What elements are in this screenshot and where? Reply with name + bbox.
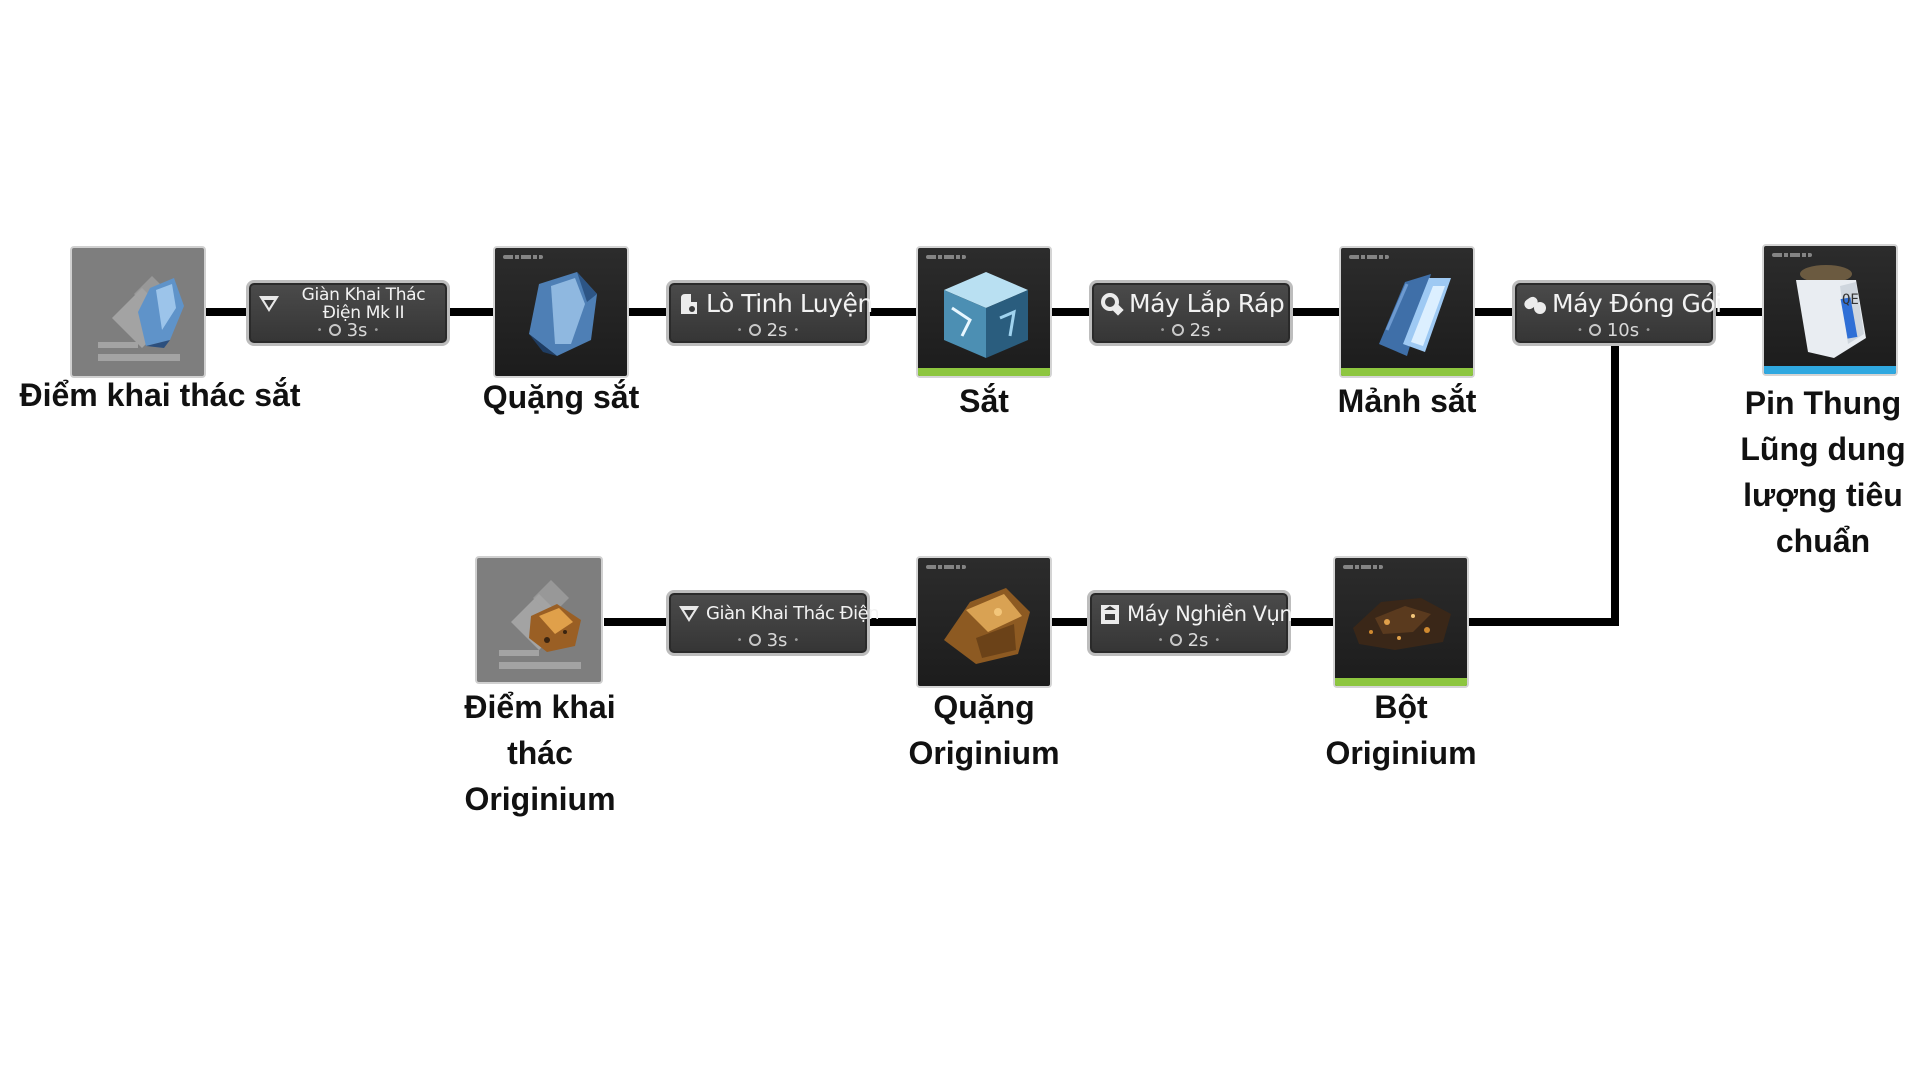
clock-icon bbox=[328, 324, 341, 336]
machine-name: Máy Nghiền Vụn bbox=[1127, 602, 1293, 626]
battery-node[interactable]: QE bbox=[1762, 244, 1898, 376]
furnace-icon bbox=[681, 294, 697, 314]
connector-line bbox=[1456, 346, 1619, 626]
machine-drill[interactable]: Giàn Khai Thác Điện • 3s• bbox=[666, 590, 880, 656]
svg-text:QE: QE bbox=[1842, 292, 1859, 308]
machine-time: • 3s• bbox=[736, 629, 800, 651]
drill-icon bbox=[259, 296, 279, 312]
node-label: Điểm khai thác Originium bbox=[464, 689, 616, 817]
drill-icon bbox=[679, 606, 699, 622]
originium-deposit-node[interactable] bbox=[475, 556, 603, 684]
machine-assembler[interactable]: Máy Lắp Ráp • 2s• bbox=[1089, 280, 1293, 346]
iron-node[interactable] bbox=[916, 246, 1052, 378]
rarity-bar bbox=[1335, 678, 1467, 686]
cycle-time: 3s bbox=[766, 629, 788, 651]
machine-packer[interactable]: Máy Đóng Gói • 10s• bbox=[1512, 280, 1722, 346]
assembler-icon bbox=[1101, 293, 1124, 316]
crusher-icon bbox=[1101, 605, 1119, 624]
originium-powder-node[interactable] bbox=[1333, 556, 1469, 688]
machine-smelter[interactable]: Lò Tinh Luyện • 2s• bbox=[666, 280, 873, 346]
originium-deposit-icon bbox=[499, 580, 581, 669]
iron-deposit-node[interactable] bbox=[70, 246, 206, 378]
packer-icon bbox=[1524, 296, 1546, 314]
machine-crusher[interactable]: Máy Nghiền Vụn • 2s• bbox=[1087, 590, 1293, 656]
rarity-bar bbox=[1764, 366, 1896, 374]
rarity-dots bbox=[926, 565, 966, 569]
iron-deposit-icon bbox=[98, 276, 184, 361]
machine-time: • 2s• bbox=[736, 319, 800, 341]
originium-ore-icon bbox=[944, 588, 1030, 664]
battery-icon: QE bbox=[1796, 265, 1866, 358]
rarity-dots bbox=[1772, 253, 1812, 257]
cycle-time: 2s bbox=[766, 319, 788, 341]
clock-icon bbox=[1169, 634, 1182, 646]
node-label: Pin Thung Lũng dung lượng tiêu chuẩn bbox=[1740, 385, 1906, 559]
clock-icon bbox=[748, 324, 761, 336]
iron-part-icon bbox=[1379, 274, 1451, 356]
cycle-time: 2s bbox=[1187, 629, 1209, 651]
iron-ore-icon bbox=[529, 272, 597, 356]
cycle-time: 3s bbox=[346, 319, 368, 341]
machine-time: • 2s• bbox=[1159, 319, 1223, 341]
machine-time: • 2s• bbox=[1157, 629, 1221, 651]
rarity-dots bbox=[1343, 565, 1383, 569]
rarity-dots bbox=[926, 255, 966, 259]
node-label: Quặng sắt bbox=[482, 379, 640, 415]
node-label: Mảnh sắt bbox=[1337, 383, 1477, 419]
rarity-dots bbox=[503, 255, 543, 259]
iron-ore-node[interactable] bbox=[493, 246, 629, 378]
machine-name: Giàn Khai Thác Điện bbox=[706, 603, 880, 624]
originium-ore-node[interactable] bbox=[916, 556, 1052, 688]
clock-icon bbox=[748, 634, 761, 646]
cycle-time: 2s bbox=[1189, 319, 1211, 341]
rarity-bar bbox=[918, 368, 1050, 376]
machine-time: • 3s• bbox=[316, 319, 380, 341]
clock-icon bbox=[1171, 324, 1184, 336]
iron-cube-icon bbox=[944, 272, 1028, 358]
machine-name: Lò Tinh Luyện bbox=[706, 289, 873, 318]
rarity-dots bbox=[1349, 255, 1389, 259]
node-label: Sắt bbox=[959, 383, 1009, 419]
rarity-bar bbox=[1341, 368, 1473, 376]
clock-icon bbox=[1588, 324, 1601, 336]
machine-time: • 10s• bbox=[1576, 319, 1652, 341]
iron-part-node[interactable] bbox=[1339, 246, 1475, 378]
machine-name: Máy Đóng Gói bbox=[1552, 289, 1722, 318]
cycle-time: 10s bbox=[1606, 319, 1640, 341]
node-label: Bột Originium bbox=[1325, 689, 1477, 771]
originium-powder-icon bbox=[1353, 598, 1451, 650]
machine-name: Máy Lắp Ráp bbox=[1129, 289, 1285, 318]
node-label: Điểm khai thác sắt bbox=[19, 377, 301, 413]
node-label: Quặng Originium bbox=[908, 689, 1060, 771]
machine-drill-mk2[interactable]: Giàn Khai Thác Điện Mk II • 3s• bbox=[246, 280, 450, 346]
machine-name: Giàn Khai Thác Điện Mk II bbox=[301, 285, 426, 323]
